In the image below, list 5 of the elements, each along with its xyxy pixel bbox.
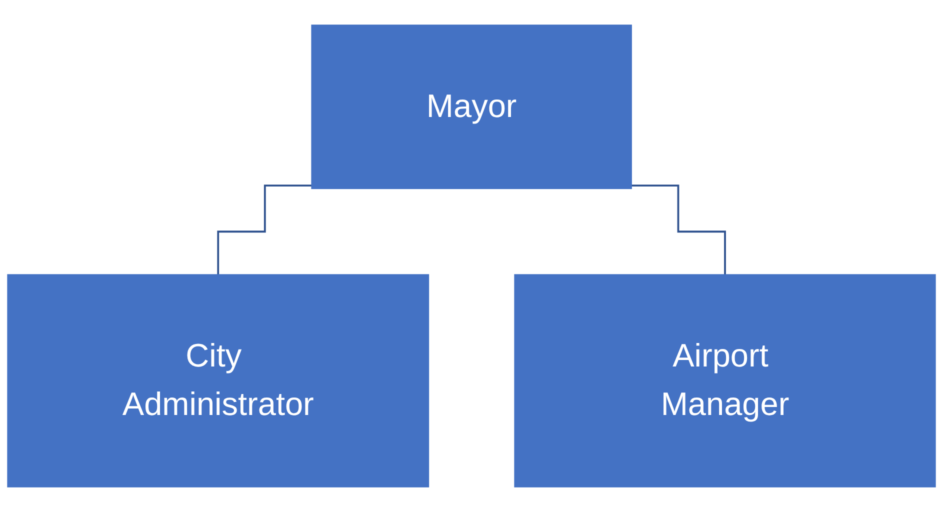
node-box: Mayor bbox=[311, 24, 632, 190]
connector bbox=[217, 184, 312, 276]
node-box: City Administrator bbox=[7, 274, 430, 488]
connector bbox=[631, 184, 726, 276]
node-box: Airport Manager bbox=[514, 274, 936, 488]
